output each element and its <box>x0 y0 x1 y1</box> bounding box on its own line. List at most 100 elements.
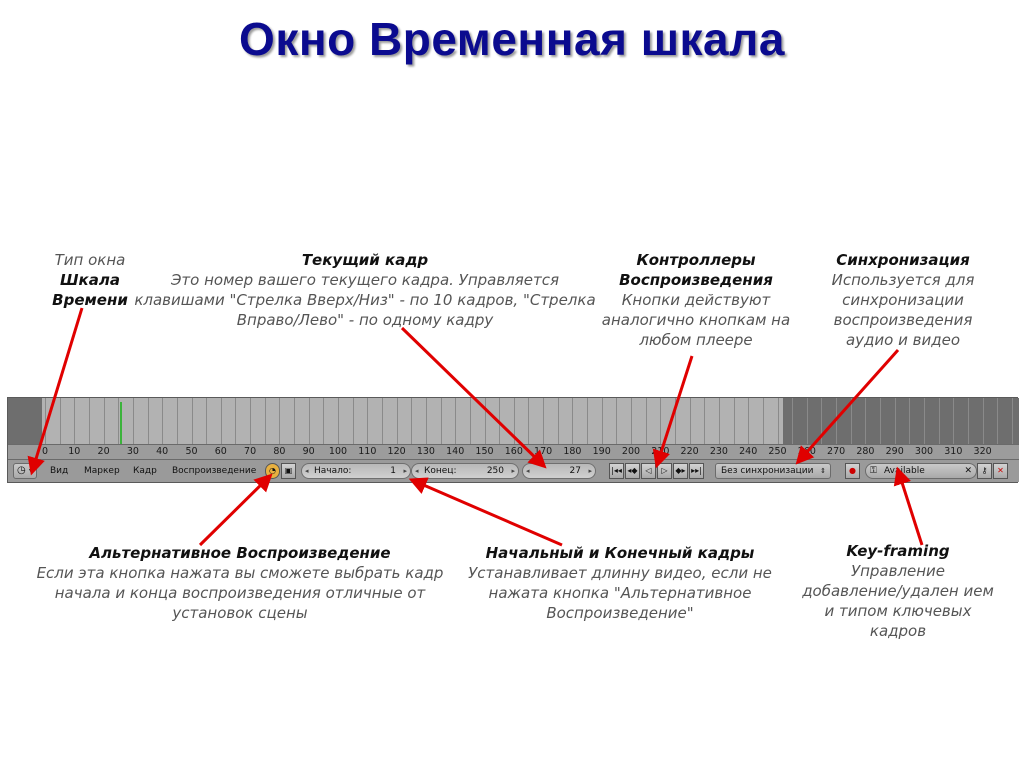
key-icon: ⚿ <box>870 466 877 476</box>
decrement-icon: ◂ <box>526 467 530 475</box>
timeline-grid-line <box>967 398 969 444</box>
keying-set-field[interactable]: ⚿ Available ✕ <box>865 463 977 479</box>
ruler-tick-label: 150 <box>475 446 494 457</box>
timeline-grid-line <box>821 398 823 444</box>
ruler-tick-label: 100 <box>328 446 348 457</box>
timeline-grid-line <box>587 398 589 444</box>
jump-start-button[interactable]: |◂◂ <box>609 463 624 479</box>
timeline-header: ◷ ▾ Вид Маркер Кадр Воспроизведение ◔ ▣ … <box>8 460 1019 482</box>
ruler-tick-label: 290 <box>885 446 904 457</box>
prev-keyframe-button[interactable]: ◂◆ <box>625 463 640 479</box>
ruler-tick-label: 300 <box>914 446 934 457</box>
timeline-grid-line <box>894 398 896 444</box>
timeline-outside-range-left <box>8 398 42 444</box>
clock-icon: ◔ <box>269 466 276 475</box>
timeline-grid-line <box>118 398 120 444</box>
timeline-grid-line <box>704 398 706 444</box>
timeline-grid-line <box>792 398 794 444</box>
page-title: Окно Временная шкала <box>239 13 785 65</box>
timeline-grid-line <box>616 398 618 444</box>
ruler-tick-label: 260 <box>797 446 816 457</box>
timeline-grid-line <box>396 398 398 444</box>
start-frame-field[interactable]: ◂ Начало: 1 ▸ <box>301 463 411 479</box>
timeline-grid-line <box>674 398 676 444</box>
start-frame-value: 1 <box>390 466 396 476</box>
record-button[interactable]: ● <box>845 463 860 479</box>
timeline-grid-line <box>250 398 252 444</box>
decrement-icon: ◂ <box>305 467 309 475</box>
timeline-outside-range-right <box>783 398 1019 444</box>
timeline-grid-line <box>206 398 208 444</box>
decrement-icon: ◂ <box>415 467 419 475</box>
timeline-grid-line <box>88 398 90 444</box>
callout-sync: Синхронизация Используется для синхрониз… <box>808 250 998 350</box>
ruler-tick-label: 200 <box>621 446 641 457</box>
timeline-grid-line <box>74 398 76 444</box>
ruler-tick-label: 60 <box>214 446 227 457</box>
lock-button[interactable]: ▣ <box>281 463 296 479</box>
callout-start-end-desc: Устанавливает длинну видео, если не нажа… <box>468 564 772 622</box>
ruler-tick-label: 30 <box>126 446 139 457</box>
menu-playback[interactable]: Воспроизведение <box>172 466 257 476</box>
next-keyframe-button[interactable]: ◆▸ <box>673 463 688 479</box>
callout-current-frame: Текущий кадр Это номер вашего текущего к… <box>130 250 600 330</box>
delete-key-button[interactable]: ✕ <box>993 463 1008 479</box>
menu-marker[interactable]: Маркер <box>84 466 120 476</box>
lock-icon: ▣ <box>284 466 293 475</box>
jump-end-icon: ▸▸| <box>691 466 702 475</box>
sync-dropdown[interactable]: Без синхронизации ⇕ <box>715 463 831 479</box>
delete-key-icon: ✕ <box>997 466 1004 475</box>
ruler-tick-label: 170 <box>534 446 553 457</box>
timeline-grid-line <box>777 398 779 444</box>
end-frame-value: 250 <box>486 466 504 476</box>
jump-end-button[interactable]: ▸▸| <box>689 463 704 479</box>
ruler-tick-label: 310 <box>944 446 963 457</box>
timeline-grid-line <box>1011 398 1013 444</box>
play-reverse-icon: ◁ <box>645 466 652 475</box>
increment-icon: ▸ <box>588 467 592 475</box>
callout-start-end: Начальный и Конечный кадры Устанавливает… <box>450 543 790 623</box>
insert-key-button[interactable]: ⚷ <box>977 463 992 479</box>
play-button[interactable]: ▷ <box>657 463 672 479</box>
menu-frame[interactable]: Кадр <box>133 466 157 476</box>
timeline-grid-line <box>513 398 515 444</box>
callout-alt-playback-desc: Если эта кнопка нажата вы сможете выбрат… <box>36 564 444 622</box>
ruler-tick-label: 50 <box>185 446 198 457</box>
timeline-grid-line <box>850 398 852 444</box>
ruler-tick-label: 80 <box>273 446 286 457</box>
next-keyframe-icon: ◆▸ <box>675 466 686 475</box>
timeline-grid-line <box>718 398 720 444</box>
callout-keyframing-desc: Управление добавление/удален ием и типом… <box>802 562 994 640</box>
callout-keyframing-title: Key-framing <box>846 542 950 560</box>
callout-window-type-title: Шкала Времени <box>52 271 128 309</box>
ruler-tick-label: 320 <box>973 446 992 457</box>
menu-view[interactable]: Вид <box>50 466 69 476</box>
ruler-tick-label: 190 <box>592 446 611 457</box>
arrow-alt-playback <box>198 473 273 547</box>
current-frame-cursor[interactable] <box>120 402 122 444</box>
ruler-tick-label: 10 <box>68 446 81 457</box>
play-icon: ▷ <box>661 466 668 475</box>
ruler-tick-label: 160 <box>504 446 523 457</box>
timeline-grid-line <box>338 398 339 444</box>
editor-type-button[interactable]: ◷ ▾ <box>13 463 37 479</box>
callout-playback-controls-title: Контроллеры Воспроизведения <box>619 251 773 289</box>
start-frame-label: Начало: <box>314 466 352 476</box>
clear-icon: ✕ <box>964 466 972 476</box>
alt-playback-button[interactable]: ◔ <box>265 463 280 479</box>
current-frame-field[interactable]: ◂ 27 ▸ <box>522 463 596 479</box>
callout-start-end-title: Начальный и Конечный кадры <box>485 544 755 562</box>
ruler-tick-label: 230 <box>709 446 728 457</box>
timeline-grid-line <box>425 398 427 444</box>
timeline-area[interactable] <box>8 398 1019 444</box>
timeline-grid-line <box>103 398 105 444</box>
timeline-grid-line <box>308 398 310 444</box>
callout-playback-controls: Контроллеры Воспроизведения Кнопки дейст… <box>596 250 796 350</box>
callout-keyframing: Key-framing Управление добавление/удален… <box>800 541 996 641</box>
timeline-grid-line <box>865 398 867 444</box>
play-reverse-button[interactable]: ◁ <box>641 463 656 479</box>
ruler-tick-label: 0 <box>41 446 49 457</box>
end-frame-field[interactable]: ◂ Конец: 250 ▸ <box>411 463 519 479</box>
